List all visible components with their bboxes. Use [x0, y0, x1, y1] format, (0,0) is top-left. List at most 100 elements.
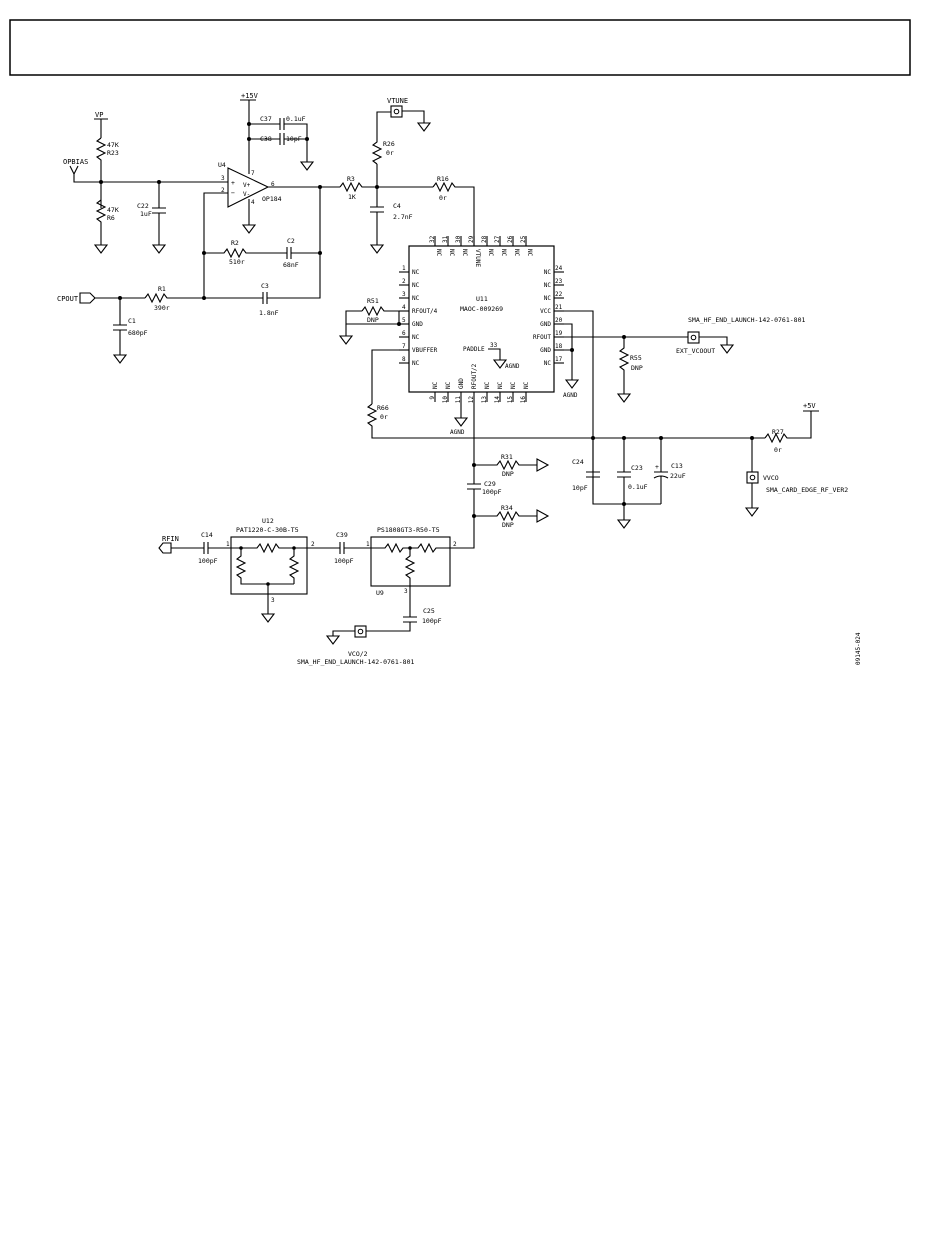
c4-ref: C4 — [393, 202, 401, 210]
pin-number: 2 — [311, 541, 315, 548]
p15v-label: +15V — [241, 92, 259, 100]
pin-label: NC — [445, 381, 452, 389]
vco2-label: VCO/2 — [348, 650, 368, 658]
ground-icon — [300, 158, 314, 171]
r2-value: 510r — [229, 258, 245, 266]
ground-icon — [745, 504, 759, 517]
pin-number: 5 — [402, 317, 406, 324]
pin-number: 10 — [442, 396, 449, 404]
pin-number: 15 — [507, 396, 514, 404]
c37-value: 0.1uF — [286, 115, 306, 123]
paddle-label: PADDLE — [463, 346, 485, 353]
r1-resistor — [144, 292, 204, 304]
pin-label: NC — [484, 381, 491, 389]
c39-ref: C39 — [336, 531, 348, 539]
ext-vcoout-label: EXT_VCOOUT — [676, 347, 715, 355]
vp-label: VP — [95, 111, 103, 119]
vtune-connector — [390, 105, 403, 118]
rfin-label: RFIN — [162, 535, 179, 543]
r55-value: DNP — [631, 364, 643, 372]
r1-ref: R1 — [158, 285, 166, 293]
p5v-label: +5V — [803, 402, 816, 410]
r34-value: DNP — [502, 521, 514, 529]
c2-ref: C2 — [287, 237, 295, 245]
u4-plus: + — [231, 179, 235, 187]
c24-ref: C24 — [572, 458, 584, 466]
pin-label: NC — [435, 249, 442, 257]
r3-resistor — [339, 181, 433, 193]
c14-ref: C14 — [201, 531, 213, 539]
pin-number: 3 — [404, 588, 408, 595]
sma2-label: SMA_HF_END_LAUNCH-142-0761-801 — [297, 658, 414, 666]
pin-label: NC — [513, 249, 520, 257]
vvco-label: VVCO — [763, 474, 779, 482]
r6-value: 47K — [107, 206, 119, 214]
pin-number: 3 — [271, 597, 275, 604]
pin-number: 1 — [226, 541, 230, 548]
sma1-label: SMA_HF_END_LAUNCH-142-0761-801 — [688, 316, 805, 324]
pin-label: NC — [412, 269, 420, 276]
pin-label: NC — [526, 249, 533, 257]
r55-ref: R55 — [630, 354, 642, 362]
pin-number: 30 — [455, 235, 462, 243]
pin-number: 4 — [402, 304, 406, 311]
loop-filter-section: VP 47K R23 47K R6 OPBIAS C22 1uF +15V C3… — [57, 92, 322, 364]
cpout-connector — [79, 292, 96, 304]
c38-value: 10pF — [286, 135, 302, 143]
rfin-connector — [158, 542, 172, 554]
c4-value: 2.7nF — [393, 213, 413, 221]
pin-label: NC — [432, 381, 439, 389]
pin-number: 20 — [555, 317, 563, 324]
r16-ref: R16 — [437, 175, 449, 183]
r6-ref: R6 — [107, 214, 115, 222]
pin-number: 7 — [402, 343, 406, 350]
r51-value: DNP — [367, 316, 379, 324]
pin-label: NC — [412, 282, 420, 289]
ground-icon — [370, 241, 384, 254]
pin-number: 2 — [402, 278, 406, 285]
pin-number: 14 — [494, 396, 501, 404]
ground-icon — [565, 376, 579, 389]
supply-section: C24 10pF C23 0.1uF + C13 22uF R27 0r +5V… — [572, 402, 848, 529]
c29-ref: C29 — [484, 480, 496, 488]
figure-id: 09145-024 — [855, 632, 862, 665]
agnd-gnd-label: AGND — [563, 392, 578, 399]
ground-icon — [94, 241, 108, 254]
ext-vcoout-connector — [687, 331, 700, 344]
pin-number: 27 — [494, 235, 501, 243]
pin-number: 2 — [453, 541, 457, 548]
c23-ref: C23 — [631, 464, 643, 472]
pin-number: 3 — [221, 175, 225, 182]
pin-label: VTUNE — [474, 249, 481, 267]
r55-resistor — [618, 337, 630, 391]
r23-value: 47K — [107, 141, 119, 149]
r34-ref: R34 — [501, 504, 513, 512]
r3-ref: R3 — [347, 175, 355, 183]
r2-resistor — [204, 247, 287, 259]
pin-label: RFOUT/4 — [412, 308, 438, 315]
u11-body — [408, 245, 555, 393]
c22-value: 1uF — [140, 210, 152, 218]
pin-label: NC — [544, 360, 552, 367]
pin-label: GND — [458, 378, 465, 389]
pin-number: 32 — [429, 235, 436, 243]
c1-value: 680pF — [128, 329, 148, 337]
u12-ref: U12 — [262, 517, 274, 525]
pin-label: NC — [412, 295, 420, 302]
r26-value: 0r — [386, 149, 394, 157]
r27-resistor — [764, 410, 819, 444]
c25-value: 100pF — [422, 617, 442, 625]
u4-opamp — [227, 167, 270, 208]
vvco-connector — [746, 471, 759, 484]
pin-number: 3 — [402, 291, 406, 298]
c37-ref: C37 — [260, 115, 272, 123]
pin-label: NC — [510, 381, 517, 389]
r16-resistor — [432, 181, 475, 246]
pin-label: GND — [412, 321, 423, 328]
c22-ref: C22 — [137, 202, 149, 210]
u12-attenuator — [230, 536, 308, 595]
r23-ref: R23 — [107, 149, 119, 157]
pin-label: NC — [412, 360, 420, 367]
